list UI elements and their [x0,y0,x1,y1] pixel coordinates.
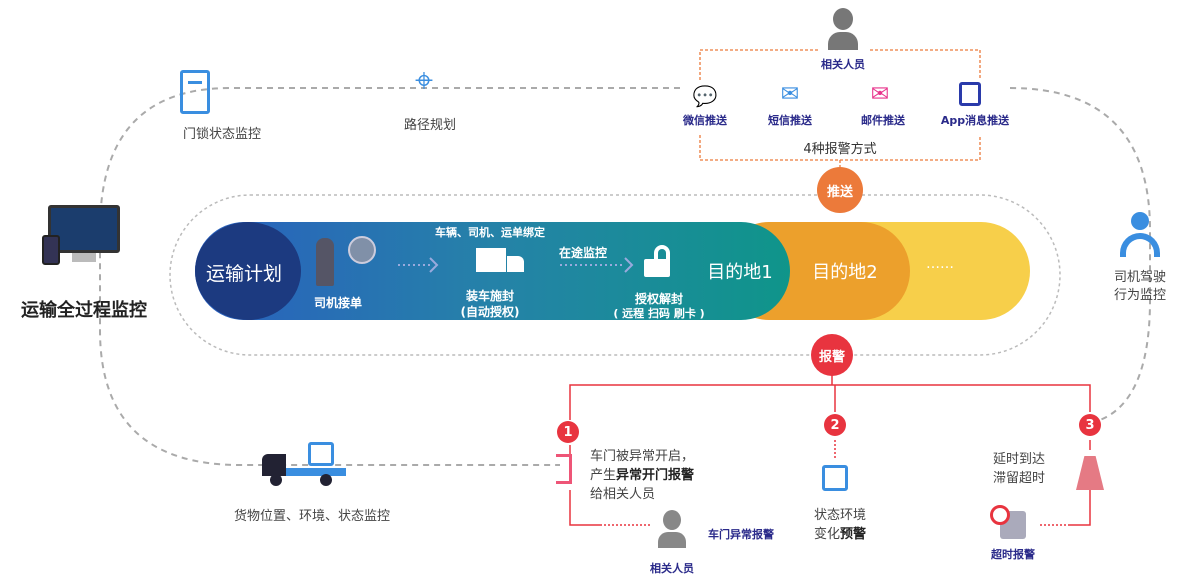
calendar-clock-icon [990,505,1028,539]
method-wechat: 微信推送 [683,114,727,127]
alarm-2-line2: 变化预警 [813,527,867,542]
load-seal-sub: (自动授权) [460,305,520,319]
alarm-2-text: 状态环境 变化预警 [814,506,866,544]
email-icon: ✉ [870,82,890,107]
route-icon: ⌖ [415,61,434,99]
door-icon [556,454,572,484]
alarm-3-line1: 延时到达 [993,452,1046,467]
alarm-3-text: 延时到达 滞留超时 [993,450,1045,488]
more-dests: …… [926,256,954,272]
alarm-1-line1: 车门被异常开启， [590,449,695,464]
alarm-badge: 报警 [811,334,853,376]
alarm-2-line1: 状态环境 [813,508,866,523]
driver-person-icon [316,238,334,286]
alarm-1-line3: 给相关人员 [590,487,656,502]
driver-accept: 司机接单 [313,296,363,310]
route-label: 路径规划 [403,118,457,133]
dest-2: 目的地2 [812,262,878,283]
truck-icon [470,246,526,276]
driver-behavior-l1: 司机驾驶 [1113,270,1167,285]
door-lock-icon [180,70,210,114]
alarm-1-badge: 1 [557,421,579,443]
alarm-1-recipient: 相关人员 [650,562,694,575]
dest-1: 目的地1 [707,262,773,283]
steering-wheel-icon [1120,212,1160,258]
unlock-icon [644,245,674,277]
cargo-label: 货物位置、环境、状态监控 [233,509,391,524]
band-plan: 运输计划 [205,263,283,285]
alarm-3-line2: 滞留超时 [993,471,1046,486]
person-icon [828,8,858,50]
box-env-icon [822,465,848,491]
methods-label: 4种报警方式 [803,142,877,157]
phone-icon [348,236,376,264]
cargo-truck-icon [262,440,346,486]
main-title: 运输全过程监控 [21,300,147,321]
alarm-1-line2: 产生异常开门报警 [590,468,695,483]
app-icon [959,82,981,106]
alarm-3-badge: 3 [1079,414,1101,436]
method-sms: 短信推送 [768,114,812,127]
alarm-2-badge: 2 [824,414,846,436]
person-icon [658,510,686,548]
method-email: 邮件推送 [861,114,905,127]
sms-icon: ✉ [780,82,800,107]
push-badge: 推送 [817,167,863,213]
load-seal: 装车施封 [465,289,515,303]
timeout-alarm-tag: 超时报警 [991,548,1035,561]
bind-label: 车辆、司机、运单绑定 [435,226,545,239]
door-lock-label: 门锁状态监控 [182,127,262,142]
monitor-icon [42,205,120,265]
door-alarm-tag: 车门异常报警 [708,528,774,541]
unseal: 授权解封 [634,292,684,306]
method-app: App消息推送 [940,114,1010,127]
wechat-icon: 💬 [692,84,718,108]
alarm-1-text: 车门被异常开启， 产生异常开门报警 给相关人员 [590,447,694,504]
recipient-label: 相关人员 [821,58,865,71]
unseal-sub: ( 远程 扫码 刷卡 ) [613,307,705,320]
monitor-label: 在途监控 [558,246,608,260]
driver-behavior-l2: 行为监控 [1113,288,1167,303]
